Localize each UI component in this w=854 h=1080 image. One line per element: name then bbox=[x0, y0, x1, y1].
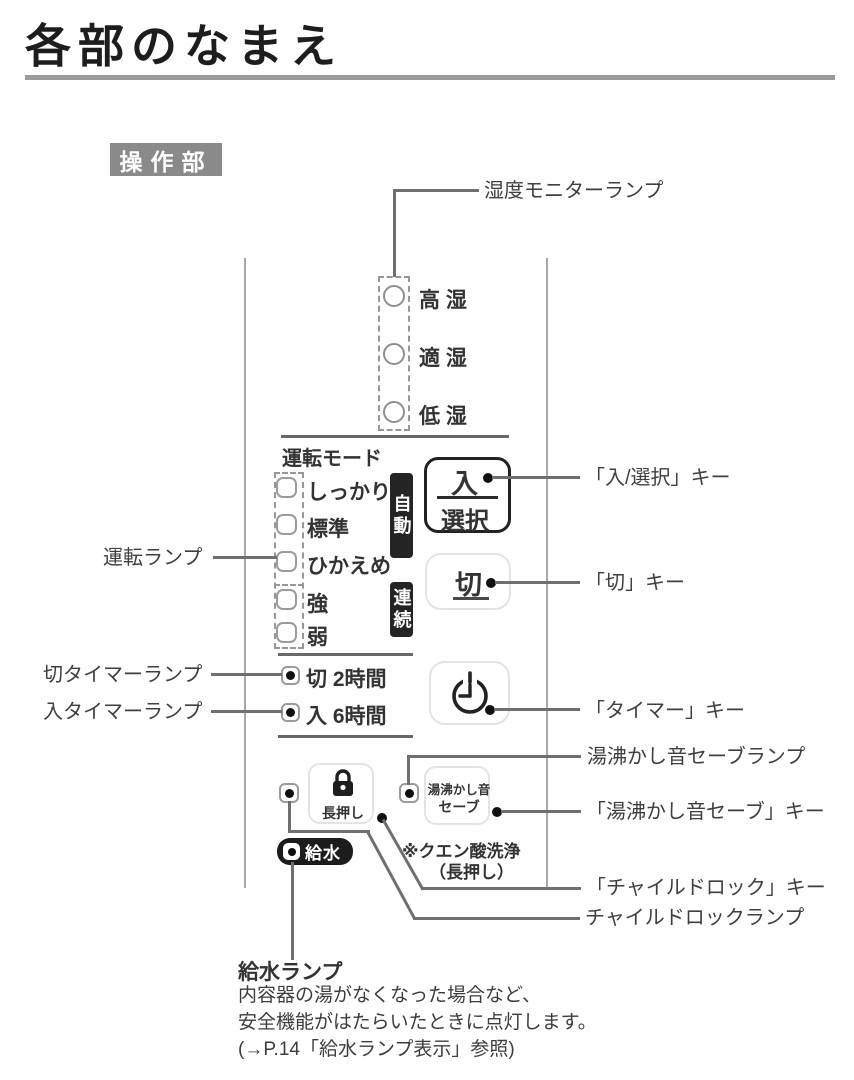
callout-child-lock-lamp: チャイルドロックランプ bbox=[585, 907, 805, 929]
callout-child-lock-key: 「チャイルドロック」キー bbox=[586, 877, 826, 899]
mode-label: 強 bbox=[307, 593, 328, 616]
humidity-lamp-high bbox=[383, 285, 405, 307]
off-timer-lamp bbox=[281, 666, 300, 685]
callout-off-key: 「切」キー bbox=[585, 572, 685, 594]
separator bbox=[278, 735, 413, 738]
separator bbox=[281, 435, 509, 438]
connector-line bbox=[413, 917, 580, 920]
clock-icon bbox=[452, 671, 488, 714]
humidity-lamp-low bbox=[383, 401, 405, 423]
connector-line bbox=[492, 476, 580, 479]
callout-off-timer-lamp: 切タイマーランプ bbox=[43, 664, 203, 686]
water-supply-badge: 給水 bbox=[277, 838, 353, 865]
callout-power-select-key: 「入/選択」キー bbox=[585, 467, 731, 489]
power-select-key: 入 選択 bbox=[424, 457, 511, 535]
mode-header: 運転モード bbox=[282, 448, 382, 470]
boil-save-key: 湯沸かし音 セーブ bbox=[424, 766, 490, 825]
callout-humidity-monitor-lamp: 湿度モニターランプ bbox=[484, 180, 664, 202]
off-key-label: 切 bbox=[455, 570, 482, 600]
connector-line bbox=[211, 710, 282, 713]
power-select-key-divider bbox=[437, 496, 498, 499]
off-key-underline bbox=[453, 597, 489, 600]
connector-line bbox=[394, 189, 479, 192]
callout-boil-save-key: 「湯沸かし音セーブ」キー bbox=[586, 801, 825, 823]
continuous-mode-badge: 連続 bbox=[390, 582, 413, 637]
water-supply-badge-label: 給水 bbox=[305, 844, 341, 863]
water-supply-lamp bbox=[283, 843, 300, 860]
power-select-key-bottom-label: 選択 bbox=[441, 508, 489, 535]
water-lamp-desc-line1: 内容器の湯がなくなった場合など、 bbox=[238, 985, 542, 1006]
mode-lamp-kyo bbox=[276, 589, 297, 610]
connector-line bbox=[495, 581, 580, 584]
connector-dot bbox=[492, 807, 502, 817]
mode-lamp-group-box bbox=[274, 472, 304, 649]
boil-save-key-line2: セーブ bbox=[438, 799, 480, 815]
on-timer-lamp-text: 入 6時間 bbox=[306, 705, 387, 728]
panel-left-edge bbox=[244, 258, 246, 888]
connector-dot bbox=[483, 473, 493, 483]
connector-line bbox=[291, 862, 294, 960]
connector-line bbox=[407, 755, 581, 758]
water-lamp-callout: 給水ランプ bbox=[238, 961, 343, 984]
padlock-icon bbox=[333, 769, 353, 796]
callout-boil-save-lamp: 湯沸かし音セーブランプ bbox=[587, 746, 806, 768]
humidity-lamp-label-mid: 適 湿 bbox=[419, 347, 467, 370]
page-title: 各部のなまえ bbox=[25, 20, 343, 72]
connector-line bbox=[211, 673, 282, 676]
callout-run-lamp: 運転ランプ bbox=[103, 547, 203, 569]
mode-lamp-shikkari bbox=[276, 477, 297, 498]
callout-on-timer-lamp: 入タイマーランプ bbox=[43, 701, 203, 723]
mode-lamp-jaku bbox=[276, 622, 297, 643]
connector-line bbox=[213, 556, 277, 559]
section-tag: 操作部 bbox=[110, 143, 222, 176]
mode-lamp-hikaeme bbox=[276, 551, 297, 572]
power-select-key-top-label: 入 bbox=[451, 469, 478, 499]
separator bbox=[278, 653, 413, 656]
callout-timer-key: 「タイマー」キー bbox=[585, 700, 745, 722]
connector-dot bbox=[377, 813, 387, 823]
connector-line bbox=[288, 830, 370, 833]
connector-dot bbox=[486, 578, 496, 588]
boil-save-lamp bbox=[399, 783, 419, 803]
child-lock-key: 長押し bbox=[308, 763, 374, 824]
mode-lamp-hyojun bbox=[276, 514, 297, 535]
water-lamp-desc-line3: (→P.14「給水ランプ表示」参照) bbox=[238, 1039, 515, 1060]
mode-label: 標準 bbox=[307, 518, 349, 541]
connector-line bbox=[393, 189, 396, 277]
connector-line bbox=[501, 810, 581, 813]
humidity-lamp-group-box bbox=[378, 276, 410, 431]
boil-save-key-line1: 湯沸かし音 bbox=[427, 783, 491, 797]
humidity-lamp-label-high: 高 湿 bbox=[419, 289, 467, 312]
timer-key bbox=[429, 661, 510, 725]
mode-label: しっかり bbox=[307, 481, 391, 504]
citric-clean-note-line1: ※クエン酸洗浄 bbox=[402, 842, 521, 861]
connector-line bbox=[494, 708, 580, 711]
child-lock-lamp bbox=[279, 783, 299, 803]
humidity-lamp-label-low: 低 湿 bbox=[419, 405, 467, 428]
on-timer-lamp bbox=[281, 703, 300, 722]
child-lock-key-label: 長押し bbox=[322, 805, 364, 821]
connector-dot bbox=[485, 705, 495, 715]
mode-label: ひかえめ bbox=[307, 555, 391, 578]
mode-label: 弱 bbox=[307, 626, 328, 649]
connector-line bbox=[288, 801, 291, 833]
off-timer-lamp-text: 切 2時間 bbox=[306, 668, 387, 691]
mode-lamp-group-divider bbox=[274, 584, 304, 586]
connector-line bbox=[421, 887, 581, 890]
humidity-lamp-mid bbox=[383, 343, 405, 365]
water-lamp-desc-line2: 安全機能がはたらいたときに点灯します。 bbox=[238, 1012, 597, 1033]
connector-line bbox=[407, 756, 410, 785]
panel-right-edge bbox=[546, 258, 548, 888]
title-underline bbox=[25, 75, 835, 80]
auto-mode-badge: 自動 bbox=[390, 473, 413, 558]
citric-clean-note-line2: （長押し） bbox=[429, 863, 514, 882]
